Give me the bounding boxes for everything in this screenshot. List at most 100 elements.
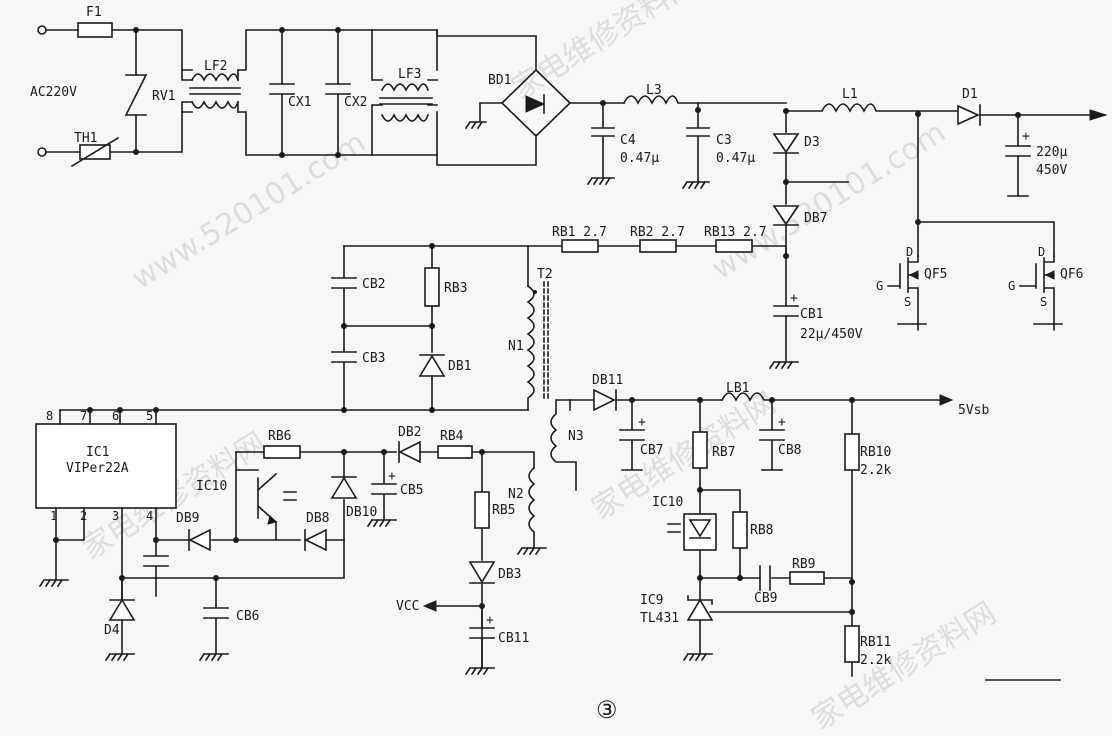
label-db2: DB2 [398,425,421,440]
transformer-t2: T2 N1 N3 N2 [59,245,584,556]
pin-6: 6 [112,409,119,423]
resistor-rb7 [692,431,708,469]
terminal-l [37,25,47,35]
resistor-rb13 [715,239,753,253]
label-ic10-transistor: IC10 [196,479,227,494]
label-rb3: RB3 [444,281,467,296]
inductor-lf2-bottom [190,100,240,109]
ic1-viper22a: IC1 VIPer22A 8 7 6 5 1 2 3 4 [35,407,177,601]
label-lb1: LB1 [726,381,749,396]
plus-sign: + [486,613,494,628]
resistor-rb6 [263,445,301,459]
label-rb7: RB7 [712,445,735,460]
label-n3: N3 [568,429,584,444]
value-c4: 0.47μ [620,151,659,166]
plus-sign: + [388,469,396,484]
resistor-rb9 [789,571,825,585]
label-lf3: LF3 [398,67,421,82]
label-cb5: CB5 [400,483,423,498]
terminal-n [37,147,47,157]
label-n1: N1 [508,339,524,354]
label-ic1: IC1 [86,445,109,460]
resistor-rb4 [437,445,473,459]
label-5vsb: 5Vsb [958,403,989,418]
resistor-rb1 [561,239,599,253]
ac-input: AC220V F1 RV1 TH1 [30,5,183,168]
plus-sign: + [790,291,798,306]
startup-resistors: RB1 2.7 RB2 2.7 RB13 2.7 + CB1 22μ/450V [343,225,863,370]
value-rb10: 2.2k [860,463,891,478]
resistor-rb3 [424,267,440,307]
plus-sign: + [1022,129,1030,144]
label-ic1-part: VIPer22A [66,461,129,476]
label-rb2: RB2 2.7 [630,225,685,240]
label-cb9: CB9 [754,591,777,606]
pin-g: G [876,279,883,293]
pin-3: 3 [112,509,119,523]
label-db7: DB7 [804,211,827,226]
regulation-loop: RB8 IC10 CB9 RB9 IC9 TL431 RB11 2.2k [640,487,1061,681]
value-cb1: 22μ/450V [800,327,863,342]
label-rb13: RB13 2.7 [704,225,767,240]
value-c3: 0.47μ [716,151,755,166]
secondary-output: DB11 + CB7 LB1 5Vsb + CB8 RB7 RB10 2.2k [569,373,989,583]
pin-5: 5 [146,409,153,423]
label-qf5: QF5 [924,267,947,282]
watermark-url: www.520101.com [706,115,952,287]
label-db10: DB10 [346,505,377,520]
pin-4: 4 [146,509,153,523]
label-db1: DB1 [448,359,471,374]
value-rb11: 2.2k [860,653,891,668]
label-l1: L1 [842,87,858,102]
label-cb3: CB3 [362,351,385,366]
resistor-rb5 [474,491,490,529]
label-cb2: CB2 [362,277,385,292]
label-t2: T2 [537,267,553,282]
pin-s: S [1040,295,1047,309]
label-ic10-led: IC10 [652,495,683,510]
label-cb8: CB8 [778,443,801,458]
inductor-lf2-top [190,73,240,82]
label-bd1: BD1 [488,73,511,88]
clamp-network: CB2 CB3 RB3 DB1 [331,243,471,413]
label-db9: DB9 [176,511,199,526]
label-d1: D1 [962,87,978,102]
input-label: AC220V [30,85,77,100]
label-ic9: IC9 [640,593,663,608]
pin-1: 1 [50,509,57,523]
label-th1: TH1 [74,131,97,146]
label-db8: DB8 [306,511,329,526]
label-rb1: RB1 2.7 [552,225,607,240]
label-cx2: CX2 [344,95,367,110]
label-rb8: RB8 [750,523,773,538]
bridge-rectifier-bd1: BD1 [464,68,625,138]
voltage-cout: 450V [1036,163,1067,178]
emi-filter: LF2 CX1 CX2 LF3 [181,27,537,166]
pin-7: 7 [80,409,87,423]
label-rb9: RB9 [792,557,815,572]
label-rb5: RB5 [492,503,515,518]
label-rb6: RB6 [268,429,291,444]
label-l3: L3 [646,83,662,98]
label-cb6: CB6 [236,609,259,624]
label-rv1: RV1 [152,89,175,104]
label-db11: DB11 [592,373,623,388]
pin-s: S [904,295,911,309]
label-cb11: CB11 [498,631,529,646]
label-c3: C3 [716,133,732,148]
pfc-section: C4 0.47μ L3 C3 0.47μ D3 L1 D1 + 220μ 450… [586,83,1108,259]
label-vcc: VCC [396,599,419,614]
pin-8: 8 [46,409,53,423]
label-d4: D4 [104,623,120,638]
plus-sign: + [638,415,646,430]
watermark-site: 家电维修资料网 [506,0,703,107]
watermark-url: www.520101.com [126,125,372,297]
vcc-supply: DB2 RB4 + CB5 RB5 DB3 VCC + CB11 [366,425,529,676]
resistor-rb11 [844,625,860,663]
label-ic9-part: TL431 [640,611,679,626]
figure-number: ③ [596,696,618,724]
varistor-rv1 [124,74,148,116]
label-db3: DB3 [498,567,521,582]
label-rb11: RB11 [860,635,891,650]
